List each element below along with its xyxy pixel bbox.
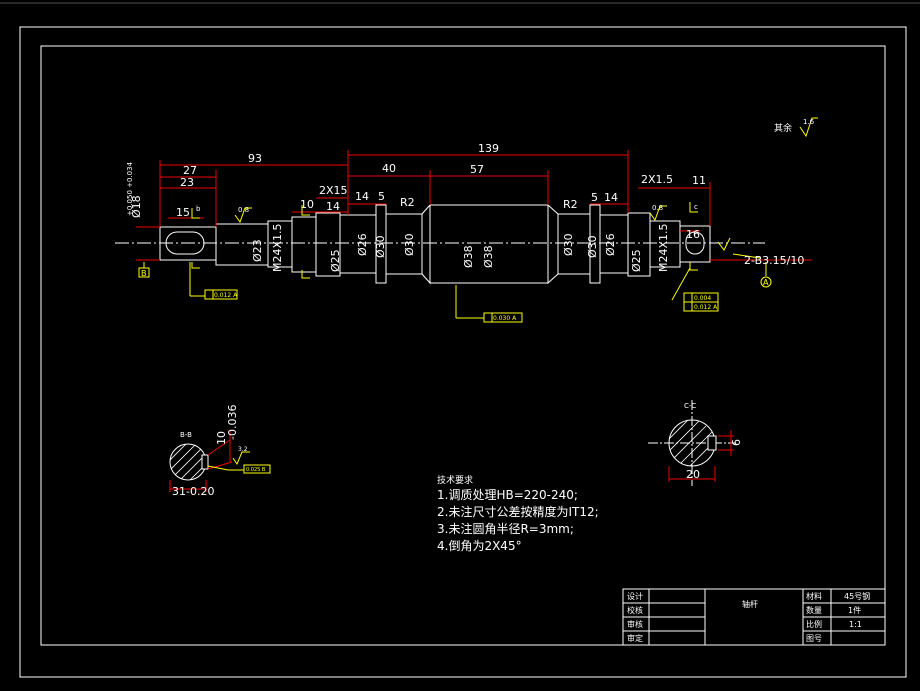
dim-15: 15	[176, 206, 190, 219]
tol-left: 0.012 A	[214, 292, 238, 299]
dia-18-tol: +0.050 +0.034	[126, 161, 134, 216]
dimension-lines	[136, 150, 812, 261]
dia-25-right: Ø25	[630, 249, 643, 272]
title-block: 设计 校核 审核 审定 材料 数量 比例 图号 轴杆 45号钢 1件 1:1	[622, 588, 886, 646]
section-bb-title: B-B	[180, 431, 192, 439]
section-cc-dim-a: 6	[730, 439, 743, 446]
dim-93: 93	[248, 152, 262, 165]
dia-38-b: Ø38	[482, 245, 495, 268]
tb-material: 45号钢	[844, 591, 870, 601]
dim-14c: 14	[604, 191, 618, 204]
rough-08-left: 0.8	[238, 206, 249, 214]
section-cc-dim-b: 20	[686, 468, 700, 481]
thread-m24-left: M24X1.5	[271, 223, 284, 272]
tb-right-label-2: 比例	[806, 619, 822, 629]
note-4: 4.倒角为2X45°	[437, 539, 522, 553]
section-bb-depth: 31-0.20	[172, 485, 214, 498]
tol-right-1: 0.004	[694, 295, 711, 302]
section-cc: C-C 6 20	[648, 400, 743, 486]
dim-2x15-right: 2X1.5	[641, 173, 673, 186]
section-bb-tol: 0.025 B	[246, 467, 266, 473]
dim-23: 23	[180, 176, 194, 189]
dim-11: 11	[692, 174, 706, 187]
rough-08-right: 0.8	[652, 204, 663, 212]
dim-r2-left: R2	[400, 196, 415, 209]
datum-b: B	[141, 269, 147, 278]
outer-frame	[19, 26, 907, 678]
tb-right-label-3: 图号	[806, 634, 822, 643]
annotations	[138, 117, 818, 323]
note-1: 1.调质处理HB=220-240;	[437, 488, 578, 502]
section-b-top: b	[196, 205, 201, 213]
section-bb-width: 10	[215, 431, 228, 445]
dia-30-left: Ø30	[374, 235, 387, 258]
dim-14a: 14	[355, 190, 369, 203]
note-3: 3.未注圆角半径R=3mm;	[437, 521, 574, 536]
tb-right-label-0: 材料	[806, 591, 822, 601]
dia-30-right: Ø30	[562, 233, 575, 256]
section-bb-rough: 3.2	[238, 446, 248, 453]
notes-title: 技术要求	[437, 474, 473, 486]
thread-m24-right: M24X1.5	[657, 223, 670, 272]
tb-left-label-3: 审定	[627, 633, 643, 643]
inner-frame	[40, 45, 886, 646]
tb-left-label-0: 设计	[627, 591, 643, 601]
dim-14b: 14	[326, 200, 340, 213]
note-2: 2.未注尺寸公差按精度为IT12;	[437, 504, 599, 519]
dim-139: 139	[478, 142, 499, 155]
dia-26-left: Ø26	[356, 233, 369, 256]
dia-30-b: Ø30	[403, 233, 416, 256]
dim-40: 40	[382, 162, 396, 175]
rough-rest-value: 1.6	[803, 118, 815, 126]
dia-30-c: Ø30	[586, 235, 599, 258]
shaft-outline	[115, 203, 765, 285]
dim-27: 27	[183, 164, 197, 177]
tol-mid: 0.030 A	[493, 315, 517, 322]
dim-2x15-left: 2X15	[319, 184, 348, 197]
tb-scale: 1:1	[849, 620, 862, 629]
diameter-labels: Ø18 +0.050 +0.034 Ø23 M24X1.5 Ø25 Ø26 Ø3…	[126, 161, 670, 272]
technical-notes: 技术要求 1.调质处理HB=220-240; 2.未注尺寸公差按精度为IT12;…	[437, 474, 599, 553]
dia-38-a: Ø38	[462, 245, 475, 268]
section-c-top: c	[694, 203, 698, 211]
center-hole-label: 2-B3.15/10	[744, 254, 804, 267]
dim-5b: 5	[591, 191, 598, 204]
dimension-texts: 93 27 23 15 139 40 57 2X15 14 5 10 14 R2…	[176, 142, 706, 241]
section-bb-width-tol: -0.036	[226, 405, 239, 440]
tb-part-name: 轴杆	[742, 599, 758, 609]
dim-r2-right: R2	[563, 198, 578, 211]
dim-5a: 5	[378, 190, 385, 203]
datum-a: A	[763, 278, 769, 287]
dim-10: 10	[300, 198, 314, 211]
section-bb: B-B 10 -0.036 31-0.20 3.2 0.025 B	[169, 405, 271, 498]
dia-18: Ø18	[130, 195, 143, 218]
dia-26-right: Ø26	[604, 233, 617, 256]
tb-left-label-1: 校核	[627, 605, 643, 615]
dim-16: 16	[686, 228, 700, 241]
dia-25-left: Ø25	[329, 249, 342, 272]
dia-23: Ø23	[251, 239, 264, 262]
tol-right-2: 0.012 A	[694, 304, 718, 311]
tb-right-label-1: 数量	[806, 605, 822, 615]
tb-quantity: 1件	[848, 605, 861, 615]
rough-rest-label: 其余	[774, 122, 792, 134]
dim-57: 57	[470, 163, 484, 176]
tb-left-label-2: 审核	[627, 619, 643, 629]
section-cc-title: C-C	[684, 402, 696, 410]
annotation-texts: B A 2-B3.15/10 0.012 A 0.030 A 0.004 0.0…	[141, 118, 815, 322]
